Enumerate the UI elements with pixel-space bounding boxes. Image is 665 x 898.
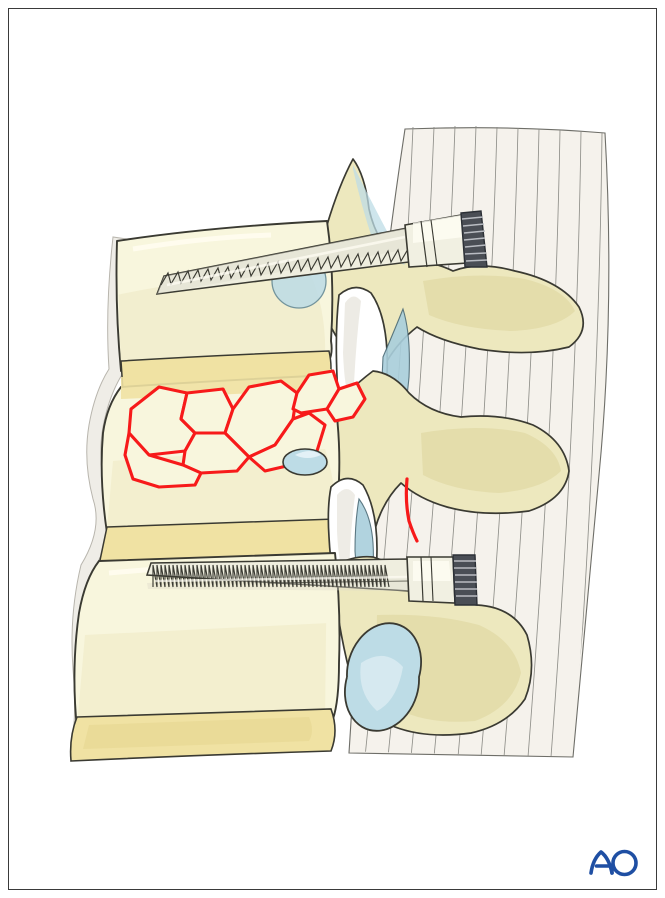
spine-illustration [69, 125, 610, 762]
pars-fracture-line [404, 477, 419, 543]
lower-pedicle-screw[interactable] [145, 554, 478, 606]
facet-joint-cartilage-mid [282, 448, 328, 476]
figure-frame [8, 8, 657, 890]
fractured-vertebra [98, 369, 570, 578]
screw-tulip-head[interactable] [460, 210, 488, 268]
ao-logo [589, 849, 638, 877]
lower-vertebra [69, 552, 533, 762]
screw-tulip-head-lower[interactable] [452, 554, 478, 606]
screw-threaded-shaft [155, 227, 412, 295]
screw-shank [404, 214, 468, 268]
upper-pedicle-screw[interactable] [155, 210, 488, 309]
screw-threaded-shaft-lower [145, 558, 410, 592]
facet-joint-cartilage-lower [344, 622, 422, 732]
screw-shank-lower [406, 556, 456, 604]
upper-vertebra [115, 158, 585, 406]
